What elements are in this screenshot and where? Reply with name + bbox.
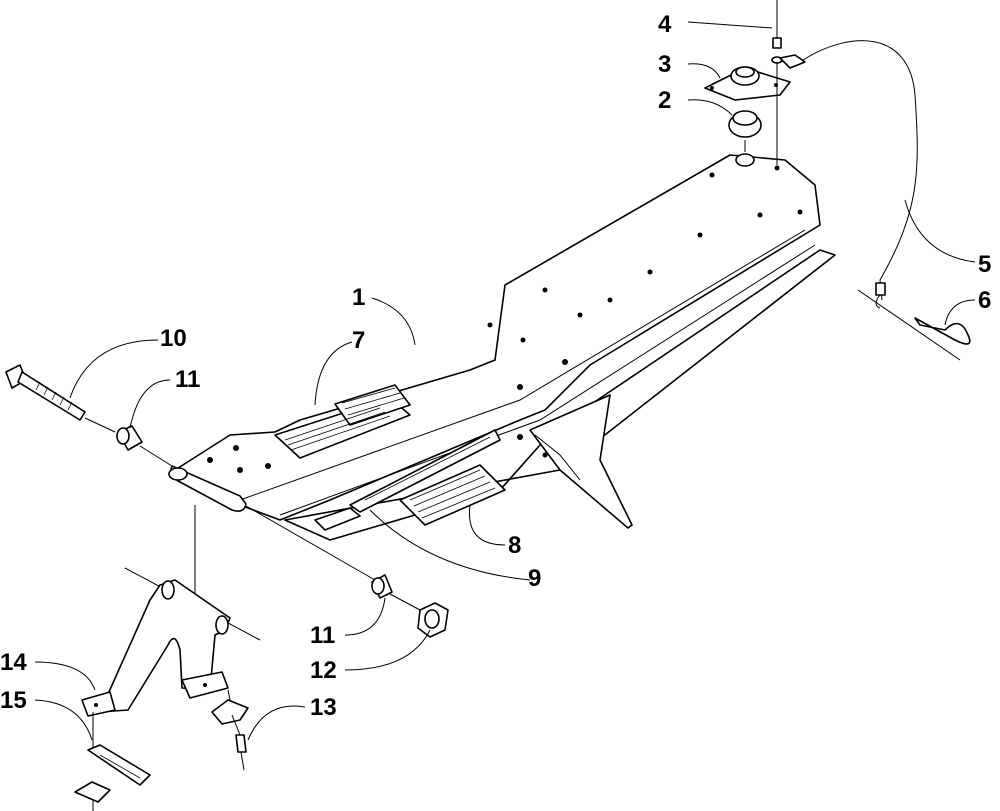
callout-2: 2 [658,87,671,114]
grommet-2 [728,110,762,152]
callout-4: 4 [658,11,672,38]
callout-5: 5 [978,251,991,278]
decal-9 [314,429,501,531]
callout-14: 14 [0,649,27,676]
leader-lines [34,21,976,741]
strap-15 [74,712,151,811]
bushing-11-rear [116,425,173,467]
decal-8 [399,464,506,526]
callout-9: 9 [528,565,541,592]
callout-15: 15 [0,687,27,714]
rivet-holes [207,172,803,473]
callout-8: 8 [508,532,521,559]
washer-13 [211,689,249,771]
bracket-14 [81,505,261,717]
callout-10: 10 [160,325,187,352]
callout-12: 12 [310,657,337,684]
callout-6: 6 [978,287,991,314]
plate-3 [704,66,791,101]
callout-11-rear: 11 [175,366,200,393]
callout-1: 1 [352,284,365,311]
callout-11-front: 11 [310,622,335,649]
bolt-10 [5,364,116,433]
bushing-11-front [245,505,421,611]
callout-13: 13 [310,694,337,721]
hitch-pin-6 [857,289,971,361]
callouts: 1 2 3 4 5 6 7 8 9 10 11 11 12 13 14 15 [0,11,991,721]
callout-3: 3 [658,51,671,78]
lanyard-cable-5 [779,40,918,309]
nut-12 [417,602,449,638]
decal-7 [274,384,411,459]
running-board [168,153,836,541]
callout-7: 7 [352,327,365,354]
